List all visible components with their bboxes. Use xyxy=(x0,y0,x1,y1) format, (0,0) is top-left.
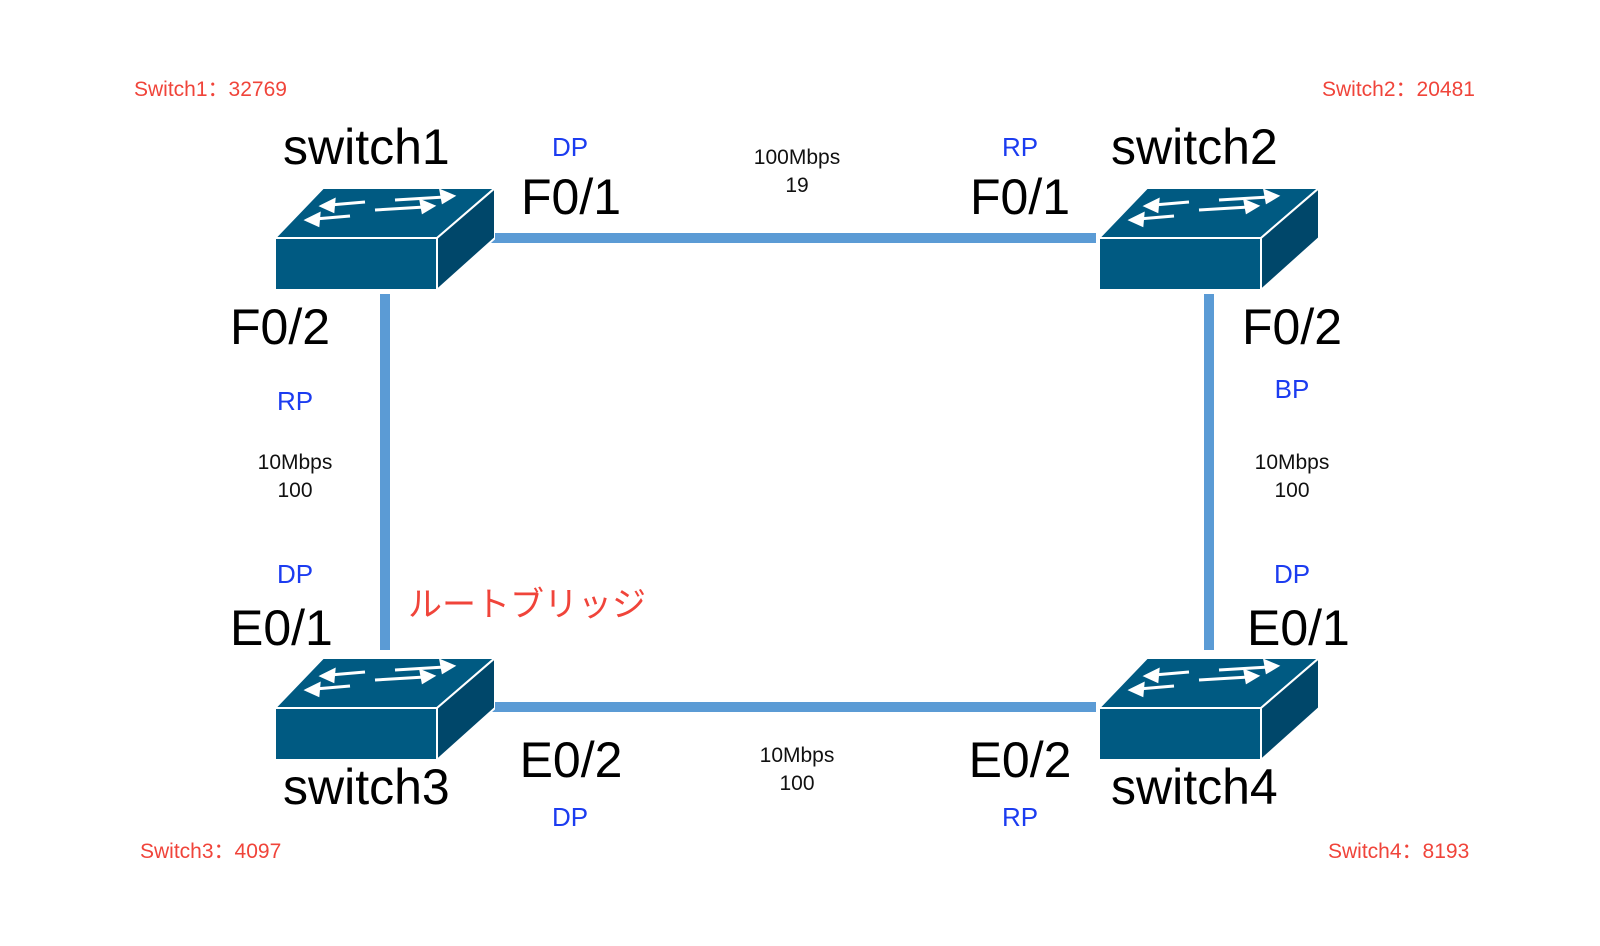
link-right-speed-cost: 10Mbps 100 xyxy=(1255,449,1330,505)
switch2-f01-role: RP xyxy=(1001,132,1039,162)
network-switch-icon xyxy=(275,656,495,760)
network-switch-icon xyxy=(1099,656,1319,760)
switch4-e02-port: E0/2 xyxy=(968,732,1072,788)
network-switch-icon xyxy=(275,186,495,290)
switch2-name: switch2 xyxy=(1111,119,1278,175)
link-bottom-cost: 100 xyxy=(779,772,815,795)
link-left-speed: 10Mbps xyxy=(257,451,333,474)
switch3-name: switch3 xyxy=(283,759,450,815)
link-right-speed: 10Mbps xyxy=(1254,451,1330,474)
switch3-priority: Switch3：4097 xyxy=(140,840,282,863)
link-right-cost: 100 xyxy=(1274,479,1310,502)
root-bridge-label: ルートブリッジ xyxy=(408,585,646,625)
switch1-f01-role: DP xyxy=(551,132,589,162)
switch1-f02-port: F0/2 xyxy=(230,299,331,355)
network-switch-icon xyxy=(1099,186,1319,290)
switch3-e01-role: DP xyxy=(276,559,314,589)
link-top-speed: 100Mbps xyxy=(753,146,841,169)
switch2-f01-port: F0/1 xyxy=(969,169,1071,225)
switch4-e01-port: E0/1 xyxy=(1247,600,1350,656)
switch3-e01-port: E0/1 xyxy=(230,600,333,656)
switch3-e02-port: E0/2 xyxy=(519,732,623,788)
switch4-priority: Switch4：8193 xyxy=(1328,840,1470,863)
switch4-e01-role: DP xyxy=(1273,559,1311,589)
switch1-name: switch1 xyxy=(283,119,450,175)
switch4-name: switch4 xyxy=(1111,759,1278,815)
switch1-priority: Switch1：32769 xyxy=(134,78,287,101)
link-left-cost: 100 xyxy=(277,479,313,502)
link-top-cost: 19 xyxy=(785,174,809,197)
switch2-f02-role: BP xyxy=(1274,374,1310,404)
switch2-priority: Switch2：20481 xyxy=(1322,78,1475,101)
switch2-f02-port: F0/2 xyxy=(1242,299,1343,355)
link-left-speed-cost: 10Mbps 100 xyxy=(258,449,333,505)
link-top-speed-cost: 100Mbps 19 xyxy=(754,144,840,200)
link-bottom-speed-cost: 10Mbps 100 xyxy=(760,742,835,798)
switch4-e02-role: RP xyxy=(1001,802,1039,832)
link-bottom-speed: 10Mbps xyxy=(759,744,835,767)
switch1-f01-port: F0/1 xyxy=(520,169,622,225)
switch3-e02-role: DP xyxy=(551,802,589,832)
switch1-f02-role: RP xyxy=(276,386,314,416)
